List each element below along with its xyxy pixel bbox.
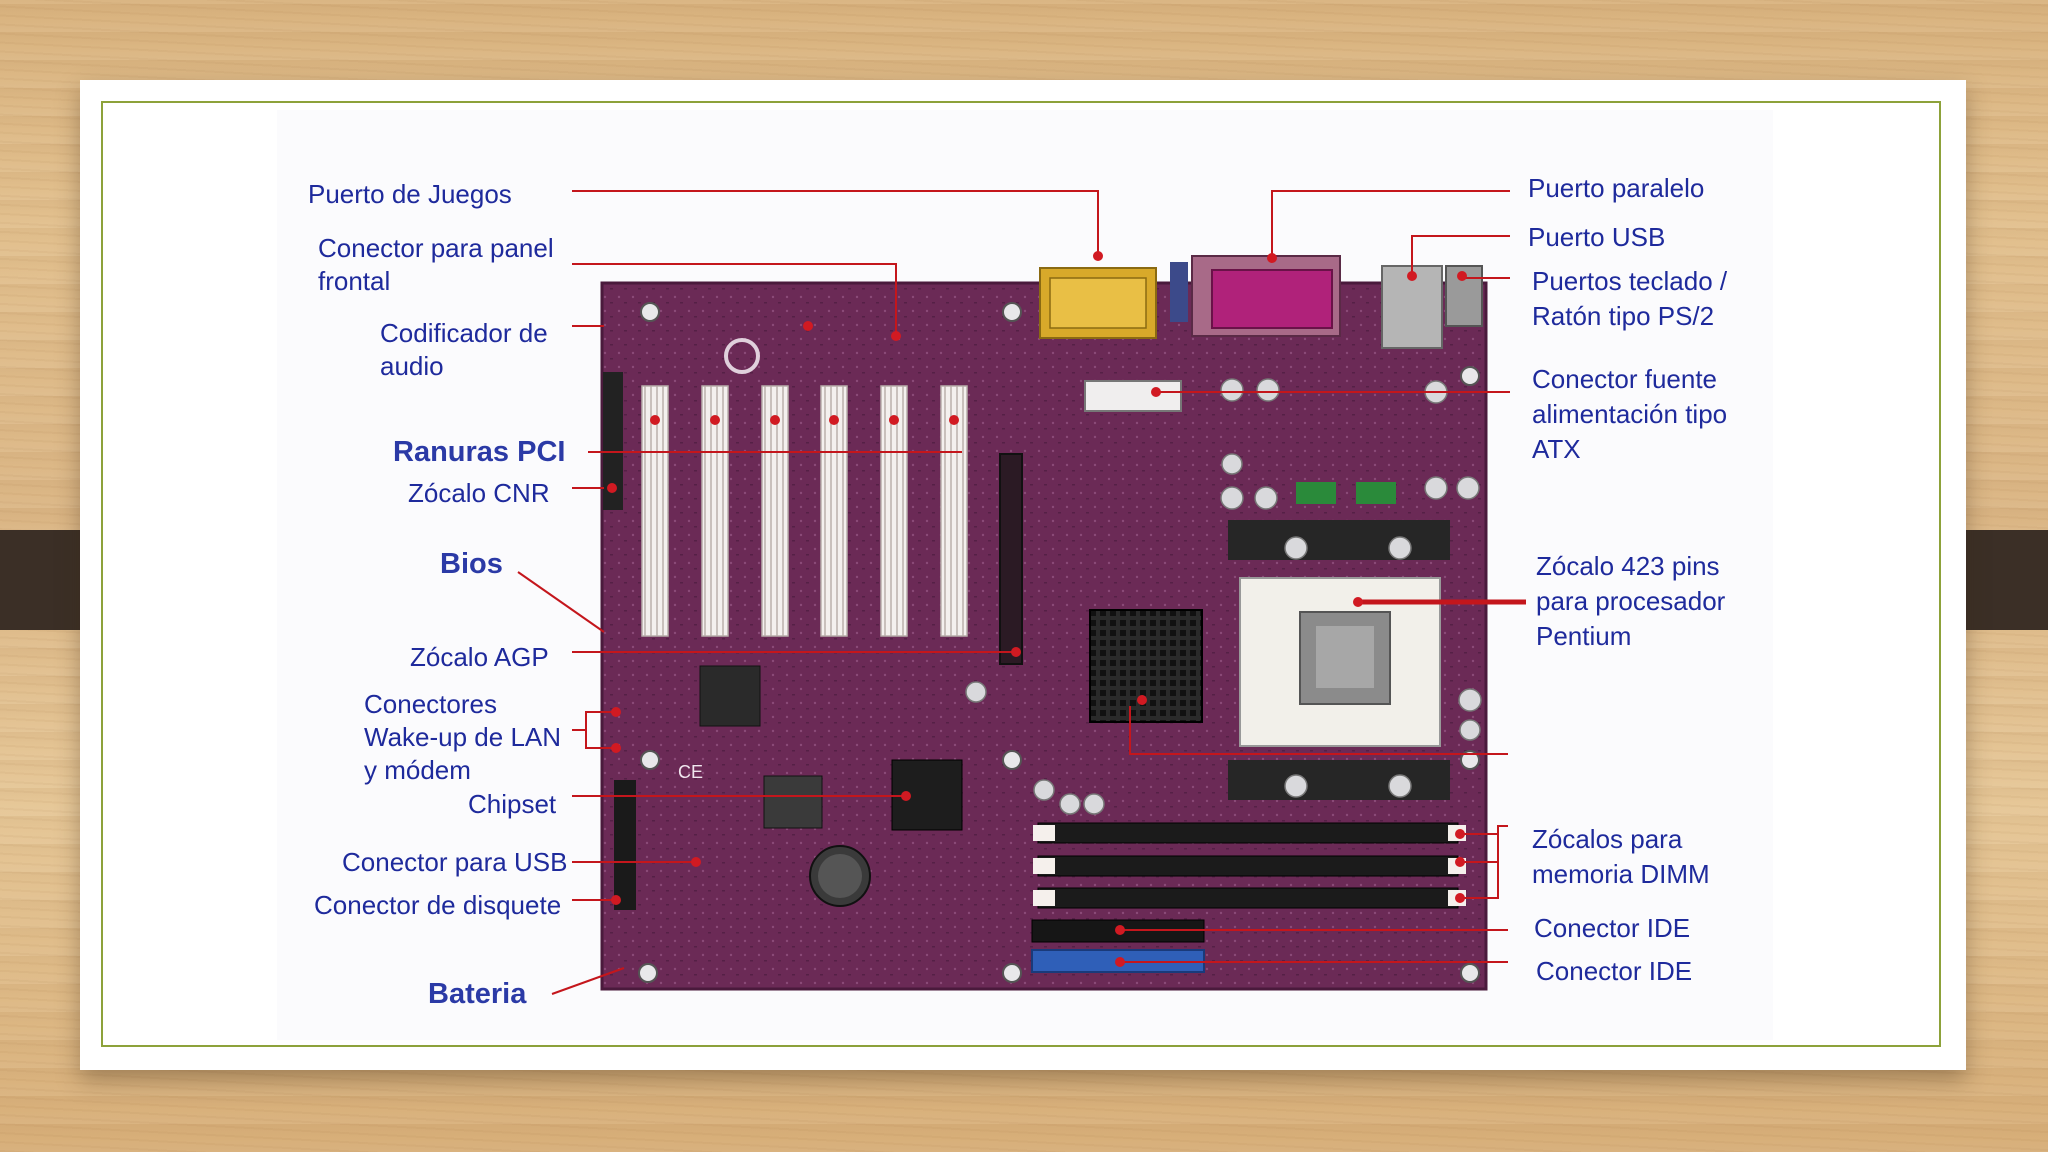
label-bios: Bios [440,548,503,580]
label-ranuras-pci: Ranuras PCI [393,436,565,468]
label-cpu-line2: para procesador [1536,586,1726,616]
label-dimm-line1: Zócalos para [1532,824,1683,854]
label-ps2-line1: Puertos teclado / [1532,266,1728,296]
label-wakeup-line1: Conectores [364,689,497,719]
label-codificador-line2: audio [380,351,444,381]
slide-frame-border [101,101,1941,1047]
label-ps2-line2: Ratón tipo PS/2 [1532,301,1714,331]
label-conector-disquete: Conector de disquete [314,890,561,920]
label-bateria: Bateria [428,978,527,1010]
label-panel-frontal-line2: frontal [318,266,390,296]
label-dimm-line2: memoria DIMM [1532,859,1710,889]
leader-lines [517,190,1510,995]
label-atx-line3: ATX [1532,434,1581,464]
label-codificador-line1: Codificador de [380,318,548,348]
label-cpu-line1: Zócalo 423 pins [1536,551,1720,581]
label-puerto-juegos: Puerto de Juegos [308,179,512,209]
marker-dots [607,251,1467,967]
label-atx-line1: Conector fuente [1532,364,1717,394]
label-wakeup-line3: y módem [364,755,471,785]
motherboard-board: CE [600,255,1488,991]
label-puerto-paralelo: Puerto paralelo [1528,173,1704,203]
label-chipset: Chipset [468,789,557,819]
ce-mark: CE [678,762,703,782]
label-ide-1: Conector IDE [1534,913,1690,943]
label-ide-2: Conector IDE [1536,956,1692,986]
label-puerto-usb: Puerto USB [1528,222,1665,252]
label-panel-frontal-line1: Conector para panel [318,233,554,263]
label-cpu-line3: Pentium [1536,621,1631,651]
label-wakeup-line2: Wake-up de LAN [364,722,561,752]
label-zocalo-cnr: Zócalo CNR [408,478,550,508]
label-atx-line2: alimentación tipo [1532,399,1727,429]
label-conector-usb: Conector para USB [342,847,567,877]
label-zocalo-agp: Zócalo AGP [410,642,549,672]
